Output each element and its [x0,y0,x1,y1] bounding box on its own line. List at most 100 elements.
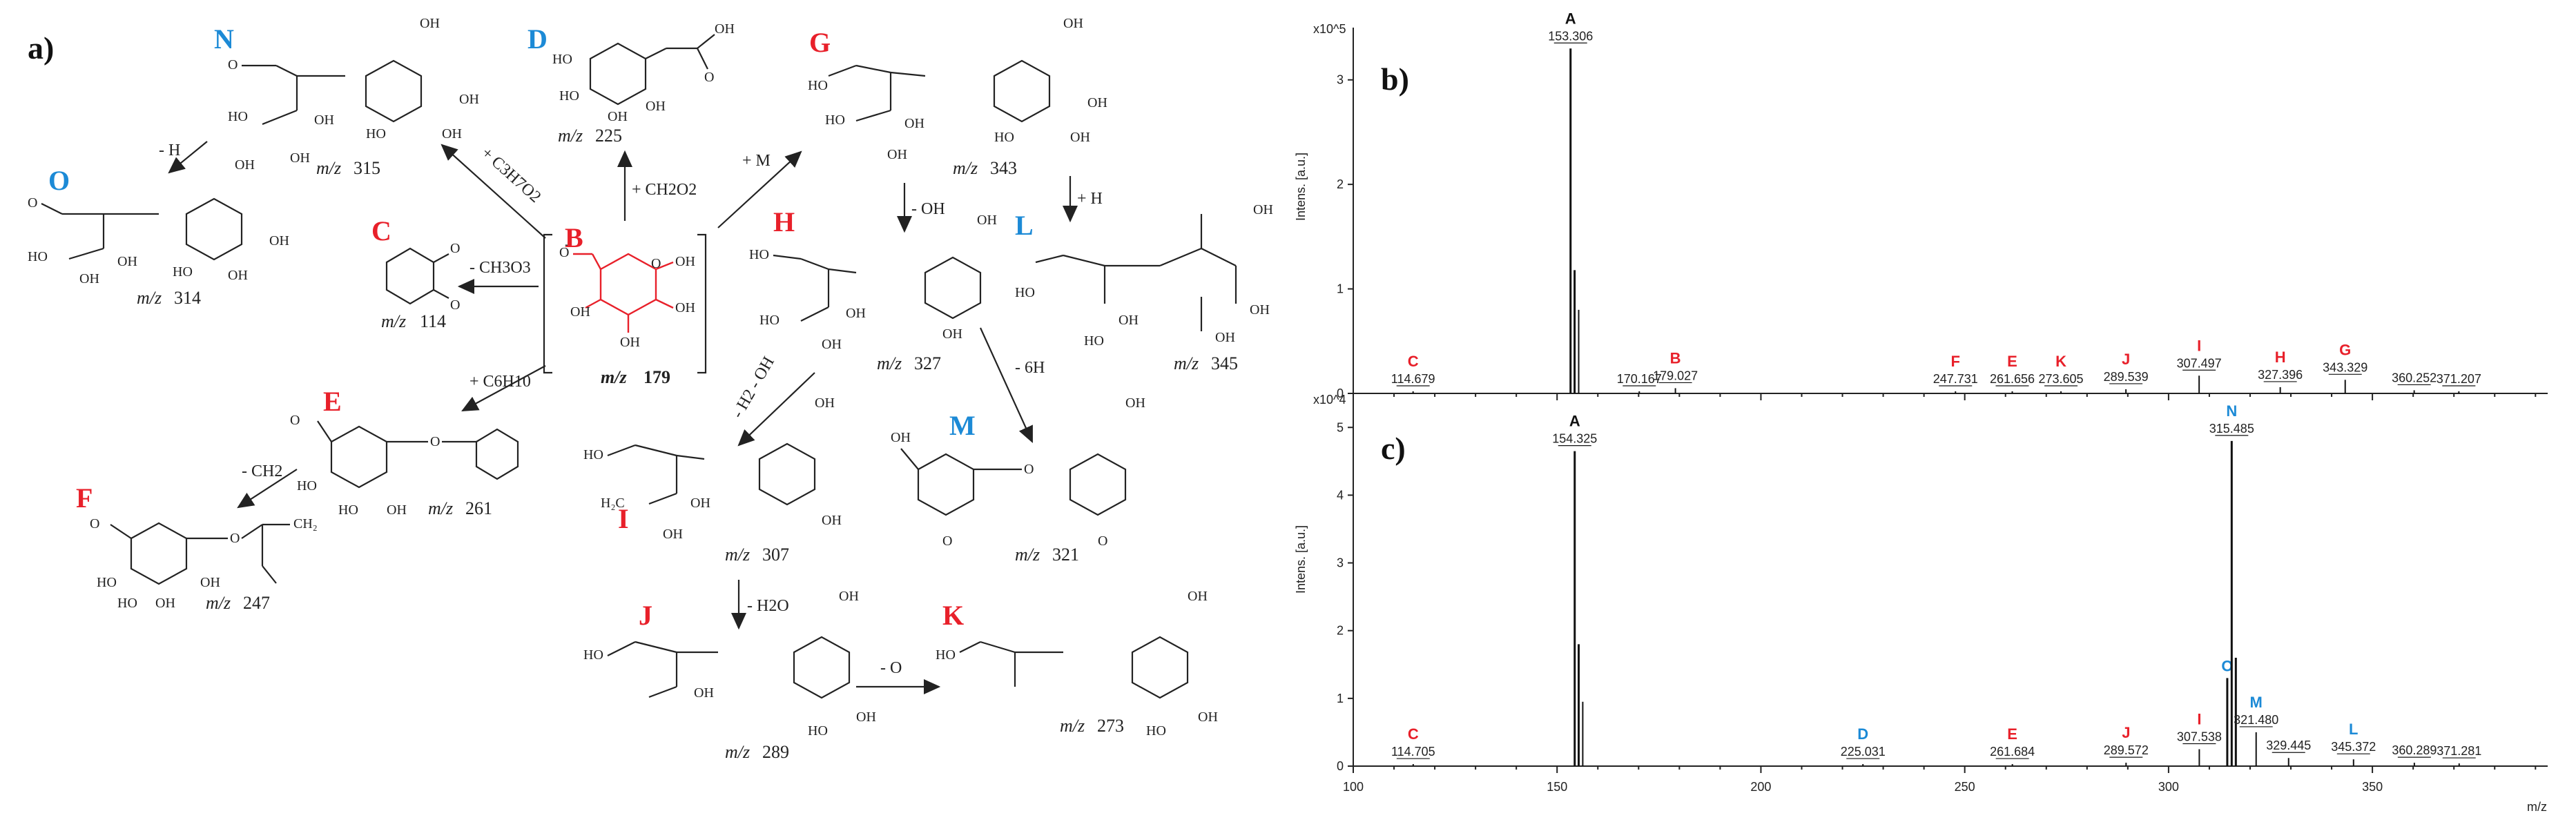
svg-text:OH: OH [942,326,962,342]
mz-I: 307 [762,545,789,565]
svg-text:OH: OH [675,300,695,315]
y-tick-label: 2 [1337,177,1344,191]
arrow-H-to-M [979,327,1034,444]
svg-text:OH: OH [1063,16,1083,31]
peak-letter: G [2339,341,2351,358]
letter-E: E [323,386,342,417]
letter-G: G [809,27,831,58]
svg-text:HO: HO [1084,333,1104,349]
svg-text:HO: HO [759,313,779,328]
mz-J: 289 [762,742,789,762]
panel-label-b: b) [1381,61,1409,97]
svg-text:HO: HO [228,109,248,124]
axis-frame [1353,28,2548,394]
peak-letter: E [2007,353,2017,370]
peak-value: 371.207 [2437,372,2481,386]
mz-K: 273 [1097,716,1124,736]
peak-value: 289.572 [2104,743,2149,757]
svg-text:OH: OH [815,395,835,411]
x-tick-label: 300 [2158,780,2179,794]
arrow-label-O: - H [159,141,180,159]
peak-value: 360.289 [2392,743,2437,757]
svg-text:HO: HO [552,52,572,67]
letter-F: F [76,482,93,514]
y-tick-label: 0 [1337,387,1344,400]
mz-prefix-I: m/z [725,545,750,565]
peak-value: 327.396 [2258,368,2303,382]
peak-value: 225.031 [1841,745,1886,759]
structure-D: D OH O HO HO OH OH m/z 225 [527,21,735,146]
svg-text:OH: OH [822,337,842,352]
svg-text:OH: OH [387,502,407,518]
svg-text:OH: OH [839,589,859,604]
svg-text:HO: HO [1146,723,1166,739]
svg-text:OH: OH [608,109,628,124]
peak-value: 307.538 [2177,730,2222,743]
letter-L: L [1015,210,1034,241]
svg-text:O: O [704,70,714,85]
mz-prefix-G: m/z [953,158,978,178]
arrow-label-D: + CH2O2 [632,181,697,199]
peak-letter: A [1569,413,1580,430]
y-tick-label: 2 [1337,624,1344,638]
structure-B: O OH OH OH OH O - B m/z 179 [543,222,707,387]
arrow-label-G: + M [742,152,771,170]
mz-prefix-F: m/z [206,593,231,613]
svg-text:OH: OH [269,233,289,248]
arrow-label-F: - CH2 [242,462,282,480]
peak-value: 179.027 [1653,369,1698,382]
mz-prefix-M: m/z [1015,545,1040,565]
letter-K: K [942,600,964,631]
mz-prefix-D: m/z [558,126,583,146]
mz-E: 261 [465,498,492,518]
peak-value: 289.539 [2104,370,2149,384]
peak-value: 307.497 [2177,356,2222,370]
peak-letter: D [1857,725,1868,743]
mz-G: 343 [990,158,1017,178]
svg-text:O: O [559,245,569,260]
arrow-B-to-N [440,144,546,239]
y-axis-label-b: Intens. [a.u.] [1294,153,1308,221]
svg-text:OH: OH [200,575,220,590]
svg-text:HO: HO [994,130,1014,145]
arrow-N-to-O [168,141,208,174]
peak-letter: J [2122,724,2130,741]
letter-I: I [618,503,629,534]
svg-text:OH: OH [228,268,248,283]
svg-text:O: O [430,434,440,449]
svg-text:O: O [942,534,952,549]
svg-text:HO: HO [808,78,828,93]
svg-text:HO: HO [1015,285,1035,300]
x-axis-label-c: m/z [2527,800,2547,814]
letter-C: C [371,215,391,246]
arrow-E-to-F [237,469,298,509]
peak-value: 154.325 [1552,432,1597,446]
svg-text:HO: HO [97,575,117,590]
x-tick-label: 200 [1750,780,1771,794]
structure-H: H HO OH OH OH OH HO m/z 327 [749,206,997,373]
letter-J: J [639,600,652,631]
peak-value: 261.684 [1990,745,2035,759]
mz-prefix-J: m/z [725,742,750,762]
letter-B: B [565,222,583,253]
peak-value: 170.167 [1617,372,1662,386]
svg-text:OH: OH [1125,395,1145,411]
arrow-label-N: + C3H7O2 [478,144,544,206]
svg-text:CH₂: CH₂ [293,516,318,531]
mz-H: 327 [914,353,941,373]
svg-text:O: O [290,413,300,428]
y-tick-label: 4 [1337,488,1344,502]
svg-text:OH: OH [694,685,714,701]
axis-frame [1353,400,2548,767]
arrow-label-M: - 6H [1015,359,1045,377]
svg-text:OH: OH [675,254,695,269]
peak-letter: O [2221,657,2233,674]
svg-text:HO: HO [173,264,193,280]
mz-M: 321 [1052,545,1079,565]
letter-N: N [214,23,234,55]
y-tick-label: 1 [1337,282,1344,296]
mz-prefix-L: m/z [1174,353,1199,373]
svg-text:HO: HO [559,88,579,104]
